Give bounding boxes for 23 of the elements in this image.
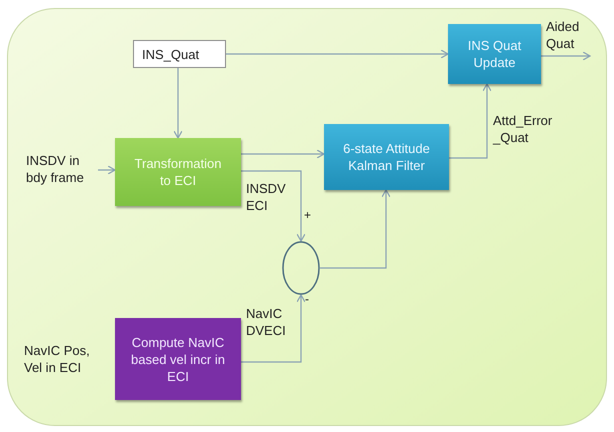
arrow [541,51,591,61]
edge-label: NavIC DVECI [246,305,287,339]
arrow [241,294,306,363]
process-box: INS Quat Update [448,24,541,84]
sign-label: - [305,292,309,306]
process-box: Compute NavIC based vel incr in ECI [115,318,241,400]
summing-junction [282,241,320,295]
sign-label: + [304,208,312,222]
input-label: NavIC Pos, Vel in ECI [20,340,98,378]
edge-label: Aided Quat [546,18,580,52]
arrow [98,165,116,175]
edge-label: INSDV ECI [246,180,287,214]
signal-box: INS_Quat [133,40,226,68]
arrow [173,68,183,139]
input-label: INSDV in bdy frame [22,150,98,188]
process-box: Transformation to ECI [115,138,241,206]
edge-label: Attd_Error _Quat [493,112,554,146]
process-box: 6-state Attitude Kalman Filter [324,124,449,190]
arrow [241,170,306,242]
arrow [320,189,391,269]
arrow [449,83,492,159]
arrow [241,149,325,159]
arrow [226,49,449,59]
